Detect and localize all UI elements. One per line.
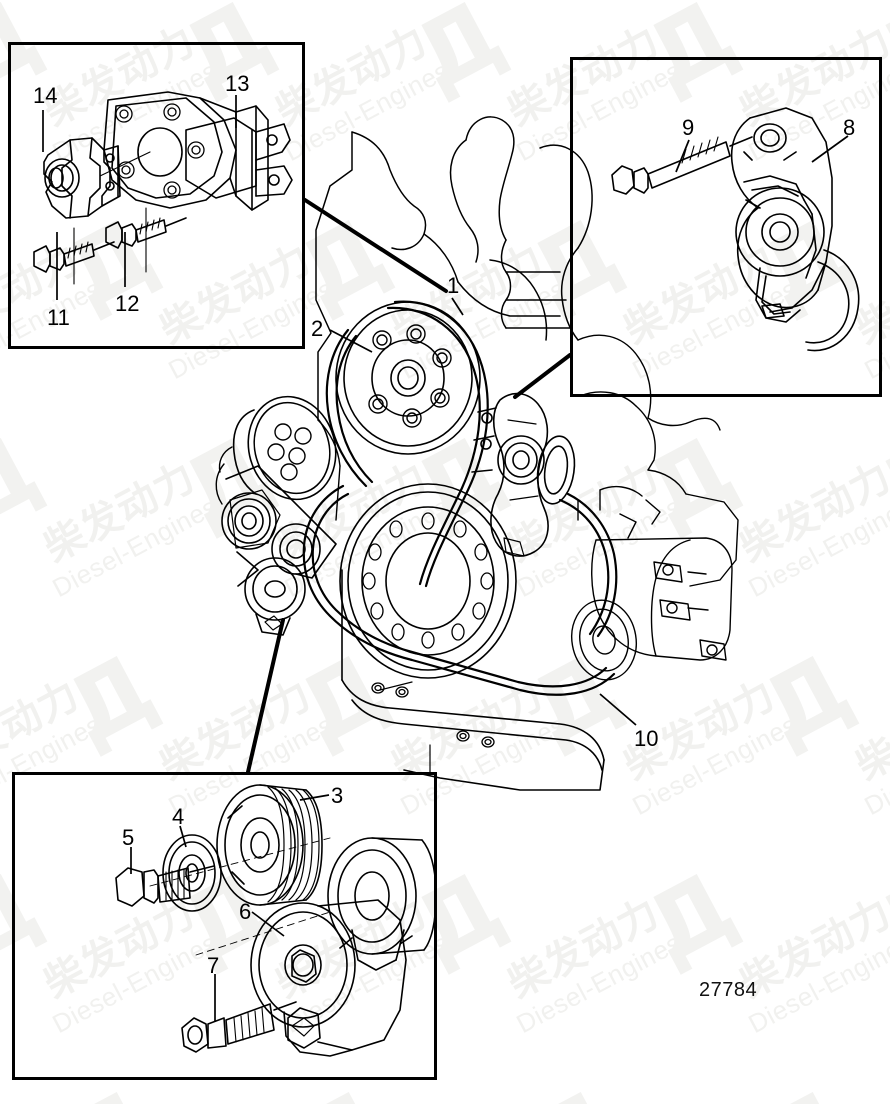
crankshaft-damper-pulley xyxy=(339,483,517,681)
callout-label-5: 5 xyxy=(122,825,135,850)
inset-box-coolant-pump-and-bracket-detail xyxy=(8,42,305,349)
callout-label-11: 11 xyxy=(47,305,70,330)
inset-tensioner-artwork xyxy=(611,107,860,352)
callout-label-14: 14 xyxy=(33,83,58,108)
compressor-and-turbo-assembly xyxy=(571,334,739,681)
callout-label-13: 13 xyxy=(225,71,250,96)
inset-box-idler-pulley-and-tensioner-detail xyxy=(12,772,437,1080)
drive-belt-10 xyxy=(302,484,618,696)
inset-leader-lines xyxy=(246,198,572,774)
callout-label-1: 1 xyxy=(447,273,460,298)
inset-idler-tensioner-artwork xyxy=(115,784,437,1057)
callout-label-8: 8 xyxy=(843,115,856,140)
callout-label-7: 7 xyxy=(207,953,220,978)
part-number: 27784 xyxy=(699,979,758,1001)
callout-label-10: 10 xyxy=(634,726,659,751)
engine-block-outline xyxy=(315,116,593,421)
water-pump-pulley xyxy=(232,395,337,501)
engine-front-housing xyxy=(215,419,341,521)
oil-pan-flange xyxy=(341,679,605,791)
inset-box-belt-tensioner-detail xyxy=(570,57,882,397)
callout-label-3: 3 xyxy=(331,783,344,808)
callout-label-12: 12 xyxy=(115,291,140,316)
fan-hub-pulley xyxy=(335,301,481,455)
idler-pulley-cluster xyxy=(221,465,337,636)
callout-label-4: 4 xyxy=(172,804,185,829)
callout-label-6: 6 xyxy=(239,899,252,924)
inset-coolant-pump-artwork xyxy=(33,91,293,285)
callout-label-2: 2 xyxy=(311,316,324,341)
drive-belt-1 xyxy=(325,300,489,588)
callout-label-9: 9 xyxy=(682,115,695,140)
